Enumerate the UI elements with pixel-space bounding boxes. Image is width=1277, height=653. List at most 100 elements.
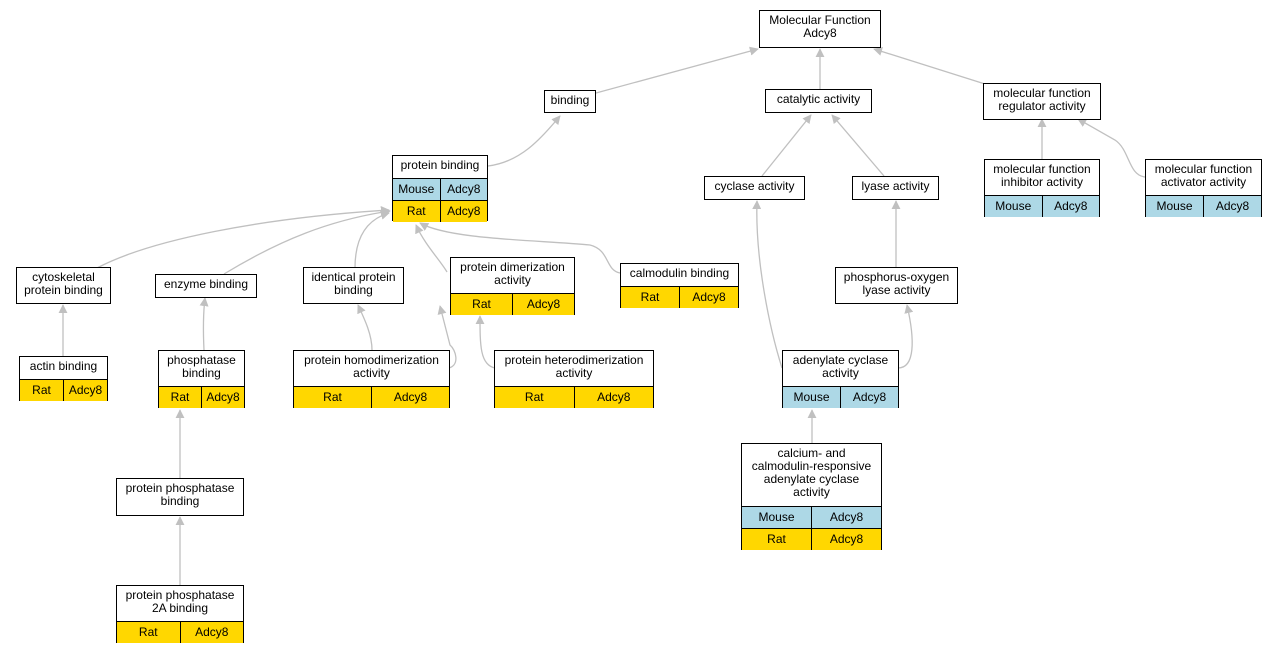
node-calcium-calmodulin-adenylate-cyclase[interactable]: calcium- and calmodulin-responsive adeny…: [741, 443, 882, 550]
gene-label: Adcy8: [1041, 196, 1100, 217]
node-cytoskeletal-protein-binding[interactable]: cytoskeletal protein binding: [16, 267, 111, 304]
species-row-rat: Rat Adcy8: [117, 621, 243, 643]
gene-label: Adcy8: [439, 179, 488, 200]
node-title: cytoskeletal protein binding: [24, 270, 103, 297]
node-binding[interactable]: binding: [544, 90, 596, 113]
edge-binding-root: [595, 46, 759, 94]
species-row-mouse: Mouse Adcy8: [1146, 195, 1261, 217]
gene-label: Adcy8: [512, 294, 574, 315]
node-title: cyclase activity: [714, 179, 795, 193]
node-adenylate-cyclase-activity[interactable]: adenylate cyclase activity Mouse Adcy8: [782, 350, 899, 408]
species-label: Rat: [32, 383, 51, 397]
gene-label: Adcy8: [201, 387, 244, 408]
gene-label: Adcy8: [439, 201, 488, 222]
node-title: enzyme binding: [163, 277, 249, 291]
node-title: protein phosphatase 2A binding: [125, 588, 235, 615]
edge-dimer-protbind: [415, 224, 448, 273]
node-lyase-activity[interactable]: lyase activity: [852, 176, 939, 200]
species-label: Mouse: [398, 182, 435, 196]
node-mf-inhibitor-activity[interactable]: molecular function inhibitor activity Mo…: [984, 159, 1100, 217]
species-row-rat: Rat Adcy8: [451, 293, 574, 315]
species-label: Mouse: [758, 510, 795, 524]
node-title: molecular function activator activity: [1154, 162, 1253, 189]
edge-adenylate-phoslyase: [897, 304, 914, 369]
gene-label: Adcy8: [573, 387, 654, 408]
species-label: Mouse: [1156, 199, 1193, 213]
edge-activator-mfreg: [1077, 118, 1146, 178]
node-title: identical protein binding: [311, 270, 396, 297]
edge-heterodimer-dimer: [475, 315, 496, 369]
species-label: Mouse: [995, 199, 1032, 213]
node-protein-phosphatase-2a-binding[interactable]: protein phosphatase 2A binding Rat Adcy8: [116, 585, 244, 643]
node-title: phosphatase binding: [167, 353, 236, 380]
node-mf-activator-activity[interactable]: molecular function activator activity Mo…: [1145, 159, 1262, 217]
species-label: Rat: [472, 297, 491, 311]
edge-homodimer-dimer: [437, 305, 457, 369]
node-protein-heterodimerization[interactable]: protein heterodimerization activity Rat …: [494, 350, 654, 408]
species-row-rat: Rat Adcy8: [742, 528, 881, 550]
node-title: actin binding: [29, 359, 98, 373]
species-label: Rat: [524, 390, 544, 404]
node-phosphorus-oxygen-lyase[interactable]: phosphorus-oxygen lyase activity: [835, 267, 958, 304]
gene-label: Adcy8: [1203, 196, 1261, 217]
node-title: protein phosphatase binding: [125, 481, 235, 508]
species-row-mouse: Mouse Adcy8: [393, 178, 487, 200]
species-label: Rat: [323, 390, 342, 404]
edge-mfreg-root: [873, 47, 986, 85]
species-label: Rat: [170, 390, 190, 404]
edge-lyase-catalytic: [831, 114, 885, 177]
node-enzyme-binding[interactable]: enzyme binding: [155, 274, 257, 298]
node-actin-binding[interactable]: actin binding Rat Adcy8: [19, 356, 108, 401]
node-title: adenylate cyclase activity: [792, 353, 889, 380]
node-title: phosphorus-oxygen lyase activity: [843, 270, 950, 297]
species-row-rat: Rat Adcy8: [294, 386, 449, 408]
node-catalytic-activity[interactable]: catalytic activity: [765, 89, 872, 113]
species-label: Mouse: [793, 390, 830, 404]
node-title: protein dimerization activity: [460, 260, 565, 287]
node-cyclase-activity[interactable]: cyclase activity: [704, 176, 805, 200]
node-protein-homodimerization[interactable]: protein homodimerization activity Rat Ad…: [293, 350, 450, 408]
node-calmodulin-binding[interactable]: calmodulin binding Rat Adcy8: [620, 263, 739, 308]
gene-label: Adcy8: [811, 507, 881, 528]
node-title: lyase activity: [861, 179, 930, 193]
node-phosphatase-binding[interactable]: phosphatase binding Rat Adcy8: [158, 350, 245, 408]
species-label: Rat: [640, 290, 660, 304]
node-title: protein homodimerization activity: [304, 353, 439, 380]
edge-cyclase-catalytic: [761, 114, 812, 177]
edge-enzyme-protbind: [223, 207, 391, 275]
edge-protbind-binding: [487, 115, 561, 167]
gene-label: Adcy8: [371, 387, 449, 408]
edge-phosphatase-enzyme: [199, 297, 209, 351]
species-row-rat: Rat Adcy8: [495, 386, 653, 408]
species-row-rat: Rat Adcy8: [393, 200, 487, 222]
gene-label: Adcy8: [179, 622, 244, 643]
edge-identical-protbind: [354, 210, 390, 269]
node-mf-regulator-activity[interactable]: molecular function regulator activity: [983, 83, 1101, 120]
species-label: Rat: [138, 625, 158, 639]
edge-calmod-protbind: [419, 222, 621, 274]
edge-adenylate-cyclase: [752, 200, 783, 369]
node-title: protein binding: [400, 158, 480, 172]
gene-label: Adcy8: [679, 287, 738, 308]
node-title: calmodulin binding: [629, 266, 730, 280]
node-molecular-function[interactable]: Molecular Function Adcy8: [759, 10, 881, 48]
gene-label: Adcy8: [63, 380, 107, 401]
node-title: Molecular Function Adcy8: [769, 13, 871, 40]
node-title: binding: [550, 93, 590, 107]
node-protein-binding[interactable]: protein binding Mouse Adcy8 Rat Adcy8: [392, 155, 488, 222]
gene-label: Adcy8: [811, 529, 881, 550]
species-label: Rat: [767, 532, 786, 546]
species-row-mouse: Mouse Adcy8: [783, 386, 898, 408]
species-row-mouse: Mouse Adcy8: [742, 506, 881, 528]
node-protein-phosphatase-binding[interactable]: protein phosphatase binding: [116, 478, 244, 516]
node-title: molecular function regulator activity: [993, 86, 1091, 113]
species-row-rat: Rat Adcy8: [20, 379, 107, 401]
node-identical-protein-binding[interactable]: identical protein binding: [303, 267, 404, 304]
edge-cytoskel-protbind: [96, 206, 390, 269]
edge-homodimer-identical: [357, 304, 373, 351]
gene-label: Adcy8: [840, 387, 898, 408]
node-title: molecular function inhibitor activity: [993, 162, 1091, 189]
node-protein-dimerization-activity[interactable]: protein dimerization activity Rat Adcy8: [450, 257, 575, 315]
node-title: calcium- and calmodulin-responsive adeny…: [751, 446, 872, 499]
node-title: protein heterodimerization activity: [504, 353, 644, 380]
